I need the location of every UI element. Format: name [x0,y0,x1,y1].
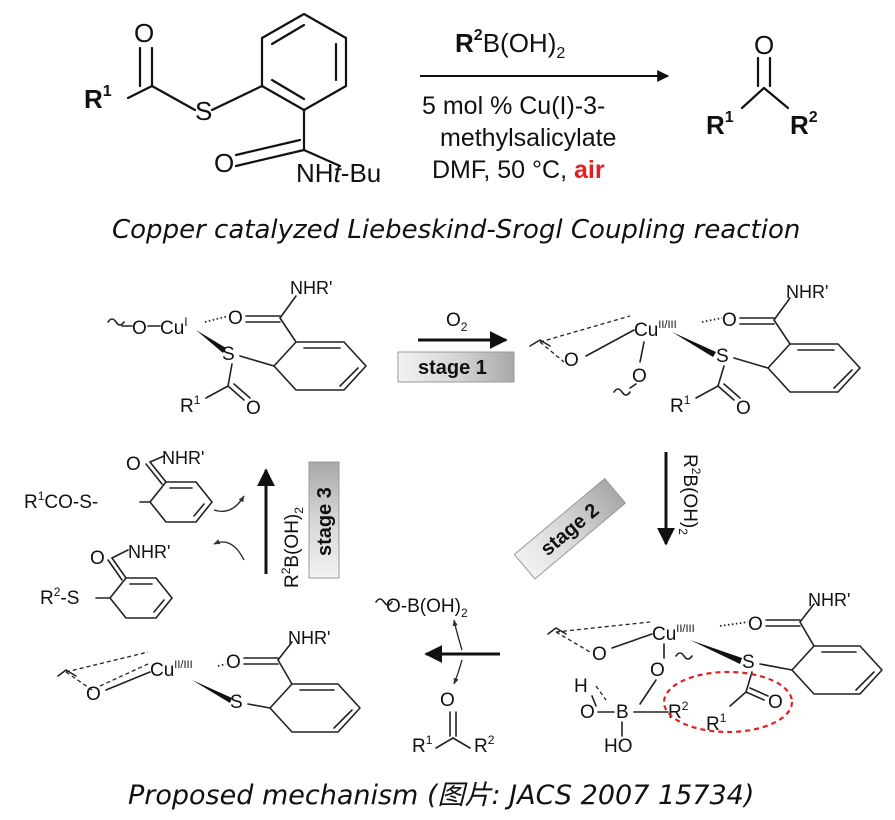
svg-text:NHR': NHR' [162,448,204,468]
svg-text:O: O [86,684,101,705]
boronic-acid-reagent: R2B(OH)2 [455,27,565,62]
svg-text:O: O [736,398,751,419]
svg-text:O: O [440,690,455,711]
r1-label: R1 [84,83,112,114]
highlight-ellipse [662,670,794,734]
svg-text:O: O [90,548,105,569]
product-oxygen: O [754,30,774,60]
reaction-scheme: O R1 S O NHt-Bu R2B(OH)2 5 mol % Cu(I)-3… [84,12,818,188]
svg-text:NHR': NHR' [808,590,850,610]
aryl-sulfide-product: R2-S O NHR' [40,539,245,619]
svg-text:S: S [222,344,235,365]
stage1-label: stage 1 [418,357,487,379]
svg-text:CuI: CuI [160,315,188,339]
mechanism-scheme: O CuI O NHR' S R1 O O2 [24,278,883,757]
svg-text:CuII/III: CuII/III [634,319,677,341]
carbonyl-oxygen: O [134,18,154,48]
svg-text:R2: R2 [668,699,689,723]
condition-line-1: 5 mol % Cu(I)-3- [422,92,605,120]
boron-byproduct: O-B(OH)2 [386,596,468,620]
cu-boronate-complex: O CuII/III O NHR' S O R1 O [547,590,883,757]
product-r1: R1 [706,109,734,140]
thioester-substrate: O R1 S O NHt-Bu [84,12,381,188]
ketone-product-mech: O R1 R2 [412,690,495,757]
top-caption: Copper catalyzed Liebeskind-Srogl Coupli… [112,215,800,245]
stage3-label: stage 3 [314,487,336,556]
svg-text:R1: R1 [412,733,433,757]
svg-text:NHR': NHR' [786,282,828,302]
stage1-badge: stage 1 [397,351,515,383]
svg-text:H: H [574,676,588,697]
reaction-arrow-group: R2B(OH)2 5 mol % Cu(I)-3- methylsalicyla… [420,27,670,184]
svg-text:R1: R1 [670,393,691,417]
svg-text:O: O [226,652,241,673]
svg-text:NHR': NHR' [290,278,332,298]
stage3-reagent: R2B(OH)2 [279,507,306,588]
cu-ii-iii-complex-d: O CuII/III O NHR' S [57,628,361,733]
svg-text:CuII/III: CuII/III [652,623,695,645]
condition-line-2: methylsalicylate [440,124,616,152]
cu-i-complex: O CuI O NHR' S R1 O [107,278,367,419]
svg-text:NHR': NHR' [288,628,330,648]
condition-line-3: DMF, 50 °C, air [432,156,605,184]
svg-text:O: O [564,350,579,371]
svg-text:O: O [592,644,607,665]
svg-text:R2-S: R2-S [40,585,79,609]
sulfur-label: S [195,96,212,126]
svg-text:O: O [132,318,147,339]
svg-text:S: S [716,346,729,367]
svg-text:O: O [722,310,737,331]
stage3-badge: stage 3 [308,461,340,579]
amide-oxygen: O [214,148,234,178]
svg-text:O: O [580,702,595,723]
svg-text:S: S [230,692,243,713]
svg-text:O: O [632,366,647,387]
cu-ii-iii-complex-b: O CuII/III O NHR' S R1 O O [529,282,861,419]
product-r2: R2 [790,109,818,140]
svg-text:R1CO-S-: R1CO-S- [24,489,98,513]
svg-text:O: O [126,454,141,475]
svg-text:R2: R2 [474,733,495,757]
svg-text:O: O [748,614,763,635]
stage2-reagent: R2B(OH)2 [676,454,703,535]
svg-text:CuII/III: CuII/III [150,659,193,681]
o2-label: O2 [446,310,468,334]
thioester-byproduct: R1CO-S- O NHR' [24,448,245,523]
svg-text:O: O [228,308,243,329]
bottom-caption: Proposed mechanism (图片: JACS 2007 15734) [128,780,754,811]
amide-nh-tbu: NHt-Bu [296,158,381,188]
svg-text:HO: HO [604,736,633,757]
stage2-badge: stage 2 [513,477,627,580]
svg-text:R1: R1 [180,393,201,417]
svg-text:S: S [742,652,755,673]
ketone-product: O R1 R2 [706,30,818,140]
svg-text:O: O [650,660,665,681]
svg-text:NHR': NHR' [128,542,170,562]
svg-text:B: B [616,702,629,723]
svg-text:O: O [246,398,261,419]
svg-text:O: O [768,692,783,713]
